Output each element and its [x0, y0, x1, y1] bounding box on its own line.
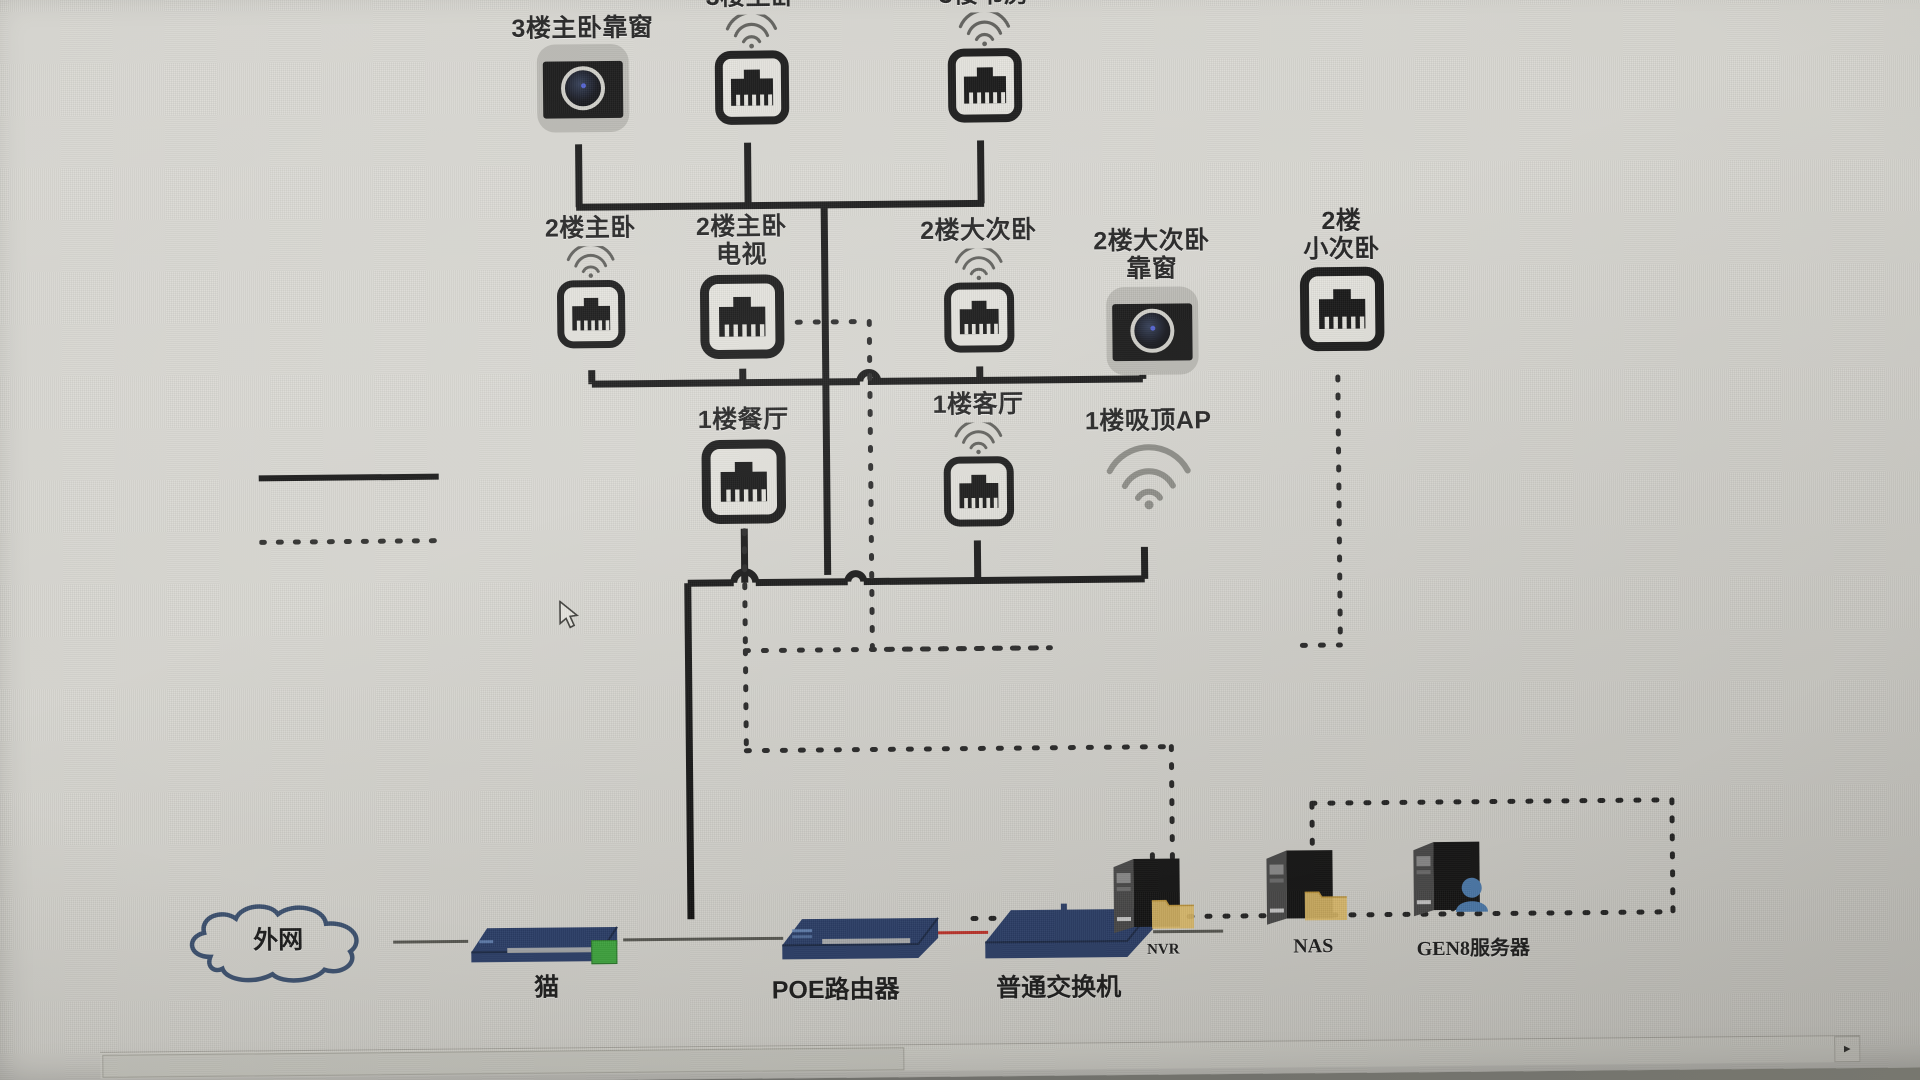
node-label: 2楼主卧 电视: [695, 212, 787, 269]
bus-floor1-c: [863, 575, 1145, 586]
wifi-icon: [725, 14, 778, 49]
wifi-ap-icon: [1106, 444, 1191, 510]
node-label: 1楼客厅: [932, 390, 1024, 419]
server-nas[interactable]: [1260, 840, 1366, 936]
legend-dotted-line: [258, 532, 445, 552]
line-hop-1f-b: [844, 570, 868, 583]
node-label: 1楼吸顶AP: [1084, 406, 1212, 436]
server-gen8[interactable]: [1407, 831, 1513, 927]
wire-modem-to-router: [623, 936, 784, 942]
dotted-2f-small-down: [1335, 374, 1343, 648]
bus-floor1-b: [755, 578, 848, 587]
node-1f-ceiling-ap[interactable]: 1楼吸顶AP: [1053, 406, 1244, 512]
rj45-icon: [699, 274, 785, 360]
node-label: 3楼主卧: [676, 0, 826, 11]
wifi-icon: [954, 422, 1003, 455]
dotted-1f-dining-up: [741, 528, 748, 654]
node-label: 3楼书房: [909, 0, 1059, 9]
link-3f-master: [744, 142, 752, 206]
bus-floor2-left: [591, 378, 860, 388]
node-3f-master[interactable]: 3楼主卧: [676, 0, 827, 125]
server-tower-icon: [1413, 841, 1488, 917]
wifi-icon: [566, 245, 615, 278]
label-external-network: 外网: [253, 925, 304, 955]
scrollbar-thumb[interactable]: [102, 1047, 905, 1078]
bus-floor2-right: [867, 375, 1143, 386]
node-2f-big-bedroom-window[interactable]: 2楼大次卧 靠窗: [1061, 226, 1242, 376]
link-3f-master-window: [575, 144, 583, 208]
node-label: 2楼大次卧 靠窗: [1093, 226, 1210, 284]
network-topology-diagram: 3楼主卧靠窗 3楼主卧: [4, 0, 1914, 1038]
node-1f-living[interactable]: 1楼客厅: [903, 390, 1054, 527]
wire-router-to-switch: [931, 930, 989, 935]
rj45-icon: [947, 48, 1023, 123]
link-3f-study: [977, 140, 985, 204]
rj45-icon: [556, 279, 626, 349]
wire-cloud-to-modem: [393, 939, 469, 944]
node-2f-master-tv[interactable]: 2楼主卧 电视: [666, 212, 817, 360]
node-label: 3楼主卧靠窗: [511, 13, 654, 43]
line-hop-floor2: [856, 369, 882, 382]
router-icon: [778, 904, 949, 973]
label-poe-router: POE路由器: [771, 975, 900, 1005]
label-modem: 猫: [533, 973, 560, 1002]
wire-switch-right: [1153, 929, 1224, 934]
node-label: 2楼大次卧: [920, 215, 1037, 246]
node-2f-big-bedroom[interactable]: 2楼大次卧: [903, 216, 1054, 353]
node-1f-dining[interactable]: 1楼餐厅: [668, 405, 819, 525]
rj45-icon: [701, 439, 787, 525]
node-label: 1楼餐厅: [697, 405, 789, 435]
label-switch: 普通交换机: [996, 973, 1122, 1003]
label-nas: NAS: [1293, 935, 1334, 958]
trunk-upper: [820, 204, 832, 575]
node-label: 2楼 小次卧: [1303, 206, 1380, 264]
mouse-cursor: [558, 599, 580, 635]
node-3f-study[interactable]: 3楼书房: [909, 0, 1060, 123]
chevron-right-icon: ►: [1841, 1043, 1853, 1056]
cloud-icon: [178, 899, 379, 992]
connection-lines: [393, 140, 1676, 944]
link-bus-to-router: [684, 583, 695, 920]
bus-floor3: [576, 199, 985, 211]
modem-status-icon: [591, 939, 618, 965]
label-nvr: NVR: [1146, 941, 1180, 958]
rj45-icon: [714, 50, 790, 125]
rj45-icon: [943, 456, 1015, 527]
camera-icon: [1105, 286, 1199, 376]
node-3f-master-window[interactable]: 3楼主卧靠窗: [482, 13, 683, 133]
scroll-right-button[interactable]: ►: [1834, 1036, 1861, 1063]
node-label: 2楼主卧: [544, 213, 636, 243]
camera-icon: [536, 43, 630, 133]
server-tower-icon: [1113, 858, 1195, 934]
rj45-icon: [1299, 266, 1385, 352]
server-nvr[interactable]: [1107, 848, 1213, 944]
node-2f-master[interactable]: 2楼主卧: [515, 213, 666, 349]
wifi-icon: [958, 12, 1011, 47]
wifi-icon: [954, 248, 1003, 281]
node-2f-small-bedroom[interactable]: 2楼 小次卧: [1266, 206, 1417, 352]
server-tower-icon: [1266, 850, 1348, 925]
horizontal-scrollbar[interactable]: ►: [100, 1035, 1861, 1079]
label-gen8-server: GEN8服务器: [1416, 937, 1531, 961]
rj45-icon: [943, 282, 1015, 353]
